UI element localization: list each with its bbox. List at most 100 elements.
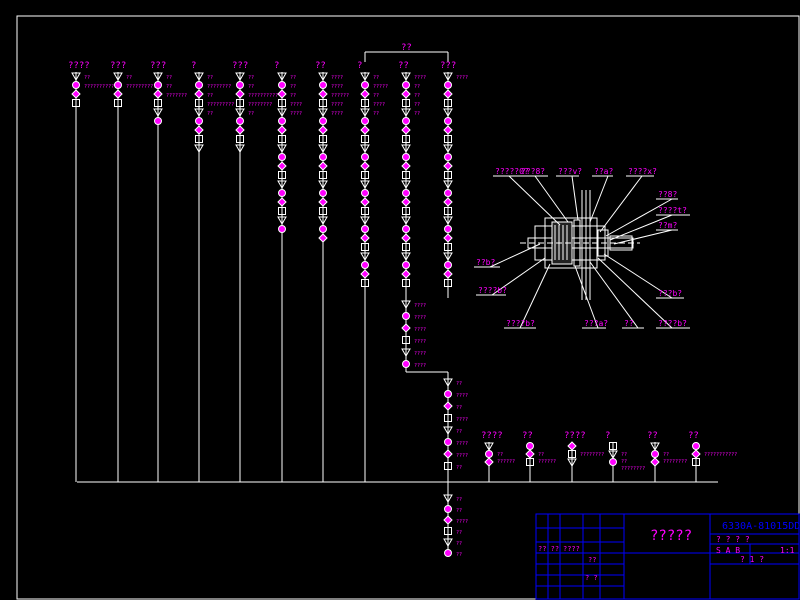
process-symbol [401, 323, 411, 333]
process-step-label: ???? [414, 315, 426, 321]
top-branch: ?? [364, 43, 449, 62]
process-symbol [485, 450, 493, 458]
process-symbol [443, 233, 453, 243]
process-symbol [651, 450, 659, 458]
process-symbol [236, 135, 244, 143]
process-step-label: ???? [414, 75, 426, 81]
part-label: ????t? [658, 206, 687, 215]
process-symbol [361, 279, 369, 287]
process-symbol [401, 197, 411, 207]
part-callout: ???b? [603, 253, 684, 299]
process-step-label: ?? [373, 111, 379, 117]
process-symbol [402, 207, 410, 215]
process-symbol [235, 108, 245, 118]
process-symbol [443, 378, 453, 388]
process-symbol [443, 252, 453, 262]
process-symbol [361, 171, 369, 179]
process-symbol [401, 180, 411, 190]
process-symbol [318, 161, 328, 171]
process-symbol [361, 189, 369, 197]
branch-title: ?? [688, 431, 699, 441]
part-label: ??m? [658, 221, 677, 230]
column-title: ? [191, 61, 196, 71]
process-symbol [278, 81, 286, 89]
process-symbol [444, 189, 452, 197]
process-symbol [443, 89, 453, 99]
process-symbol [567, 458, 577, 468]
process-symbol [402, 81, 410, 89]
process-symbol [402, 153, 410, 161]
process-step-label: ???? [414, 303, 426, 309]
process-column: ??????????????? [274, 61, 302, 482]
process-symbol [526, 458, 534, 466]
process-symbol [361, 135, 369, 143]
process-symbol [194, 108, 204, 118]
column-title: ??? [110, 61, 126, 71]
process-symbol [277, 125, 287, 135]
process-symbol [444, 153, 452, 161]
process-symbol [444, 117, 452, 125]
process-symbol [444, 279, 452, 287]
process-symbol [402, 261, 410, 269]
process-symbol [443, 269, 453, 279]
process-symbol [153, 108, 163, 118]
process-step-label: ??????? [166, 93, 187, 99]
part-callouts: ?????0????8????v???a?????x???8?????t???m… [474, 167, 690, 329]
process-symbol [443, 180, 453, 190]
process-symbol [235, 89, 245, 99]
drawing-code: 6330A-81015DD [722, 521, 800, 532]
process-symbol [236, 81, 244, 89]
process-symbol [194, 144, 204, 154]
title-block-scale: 1:1 [780, 546, 795, 555]
process-symbol [444, 207, 452, 215]
process-step-label: ?? [621, 459, 627, 465]
process-symbol [113, 89, 123, 99]
process-symbol [401, 72, 411, 82]
process-symbol [319, 117, 327, 125]
process-step-label: ????????? [207, 102, 234, 108]
process-symbol [278, 189, 286, 197]
process-step-label: ?? [538, 452, 544, 458]
process-symbol [401, 233, 411, 243]
bottom-column: ?????????????? [443, 482, 468, 558]
process-symbol [278, 207, 286, 215]
process-symbol [401, 252, 411, 262]
process-step-label: ?? [414, 111, 420, 117]
process-step-label: ???? [456, 417, 468, 423]
process-symbol [278, 225, 286, 233]
drawing-frame [16, 15, 800, 600]
process-symbol [525, 449, 535, 459]
process-symbol [608, 450, 618, 460]
process-symbol [114, 81, 122, 89]
process-symbol [360, 216, 370, 226]
process-symbol [402, 312, 410, 320]
part-label: ???8? [521, 167, 545, 176]
process-symbol [360, 233, 370, 243]
process-symbol [443, 426, 453, 436]
branch-title: ???? [481, 431, 503, 441]
process-step-label: ???? [414, 327, 426, 333]
process-column: ??????? [440, 61, 468, 298]
part-callout: ??8? [605, 190, 678, 237]
part-callout: ???8? [519, 167, 569, 223]
process-symbol [526, 442, 534, 450]
process-symbol [443, 515, 453, 525]
process-symbol [235, 125, 245, 135]
process-step-label: ?? [497, 452, 503, 458]
process-step-label: ?? [207, 93, 213, 99]
process-symbol [444, 81, 452, 89]
process-symbol [318, 216, 328, 226]
process-symbol [319, 81, 327, 89]
process-symbol [444, 414, 452, 422]
process-step-label: ?? [248, 84, 254, 90]
process-symbol [402, 117, 410, 125]
process-symbol [692, 442, 700, 450]
process-symbol [236, 117, 244, 125]
process-symbol [194, 72, 204, 82]
process-symbol [277, 180, 287, 190]
feed-branch: ?????????? [522, 431, 556, 482]
process-symbol [153, 72, 163, 82]
process-step-label: ??????????? [84, 84, 117, 90]
process-symbol [278, 153, 286, 161]
